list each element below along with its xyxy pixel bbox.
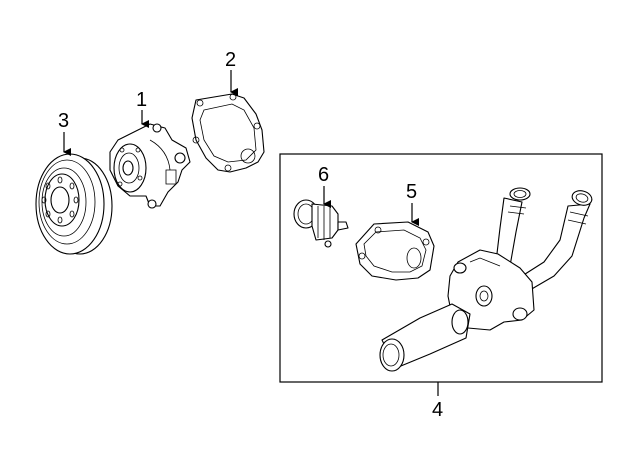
thermostat-part[interactable]: [293, 199, 349, 248]
callout-label-4: 4: [432, 399, 443, 421]
callout-2: 2: [225, 49, 238, 96]
water-pump-part[interactable]: [109, 123, 191, 209]
callout-4: 4: [432, 382, 443, 421]
thermostat-gasket-part[interactable]: [355, 221, 435, 281]
callout-6: 6: [318, 164, 331, 208]
callout-label-1: 1: [136, 89, 147, 111]
callout-label-2: 2: [225, 49, 236, 71]
callout-5: 5: [406, 181, 419, 226]
callout-label-3: 3: [58, 110, 69, 132]
callout-label-5: 5: [406, 181, 417, 203]
pulley-part[interactable]: [35, 153, 113, 255]
assembly-box: [279, 153, 603, 383]
callout-label-6: 6: [318, 164, 329, 186]
callout-1: 1: [136, 89, 149, 128]
callout-3: 3: [58, 110, 71, 156]
water-outlet-housing-part[interactable]: [379, 187, 593, 372]
pump-gasket-part[interactable]: [191, 93, 265, 173]
